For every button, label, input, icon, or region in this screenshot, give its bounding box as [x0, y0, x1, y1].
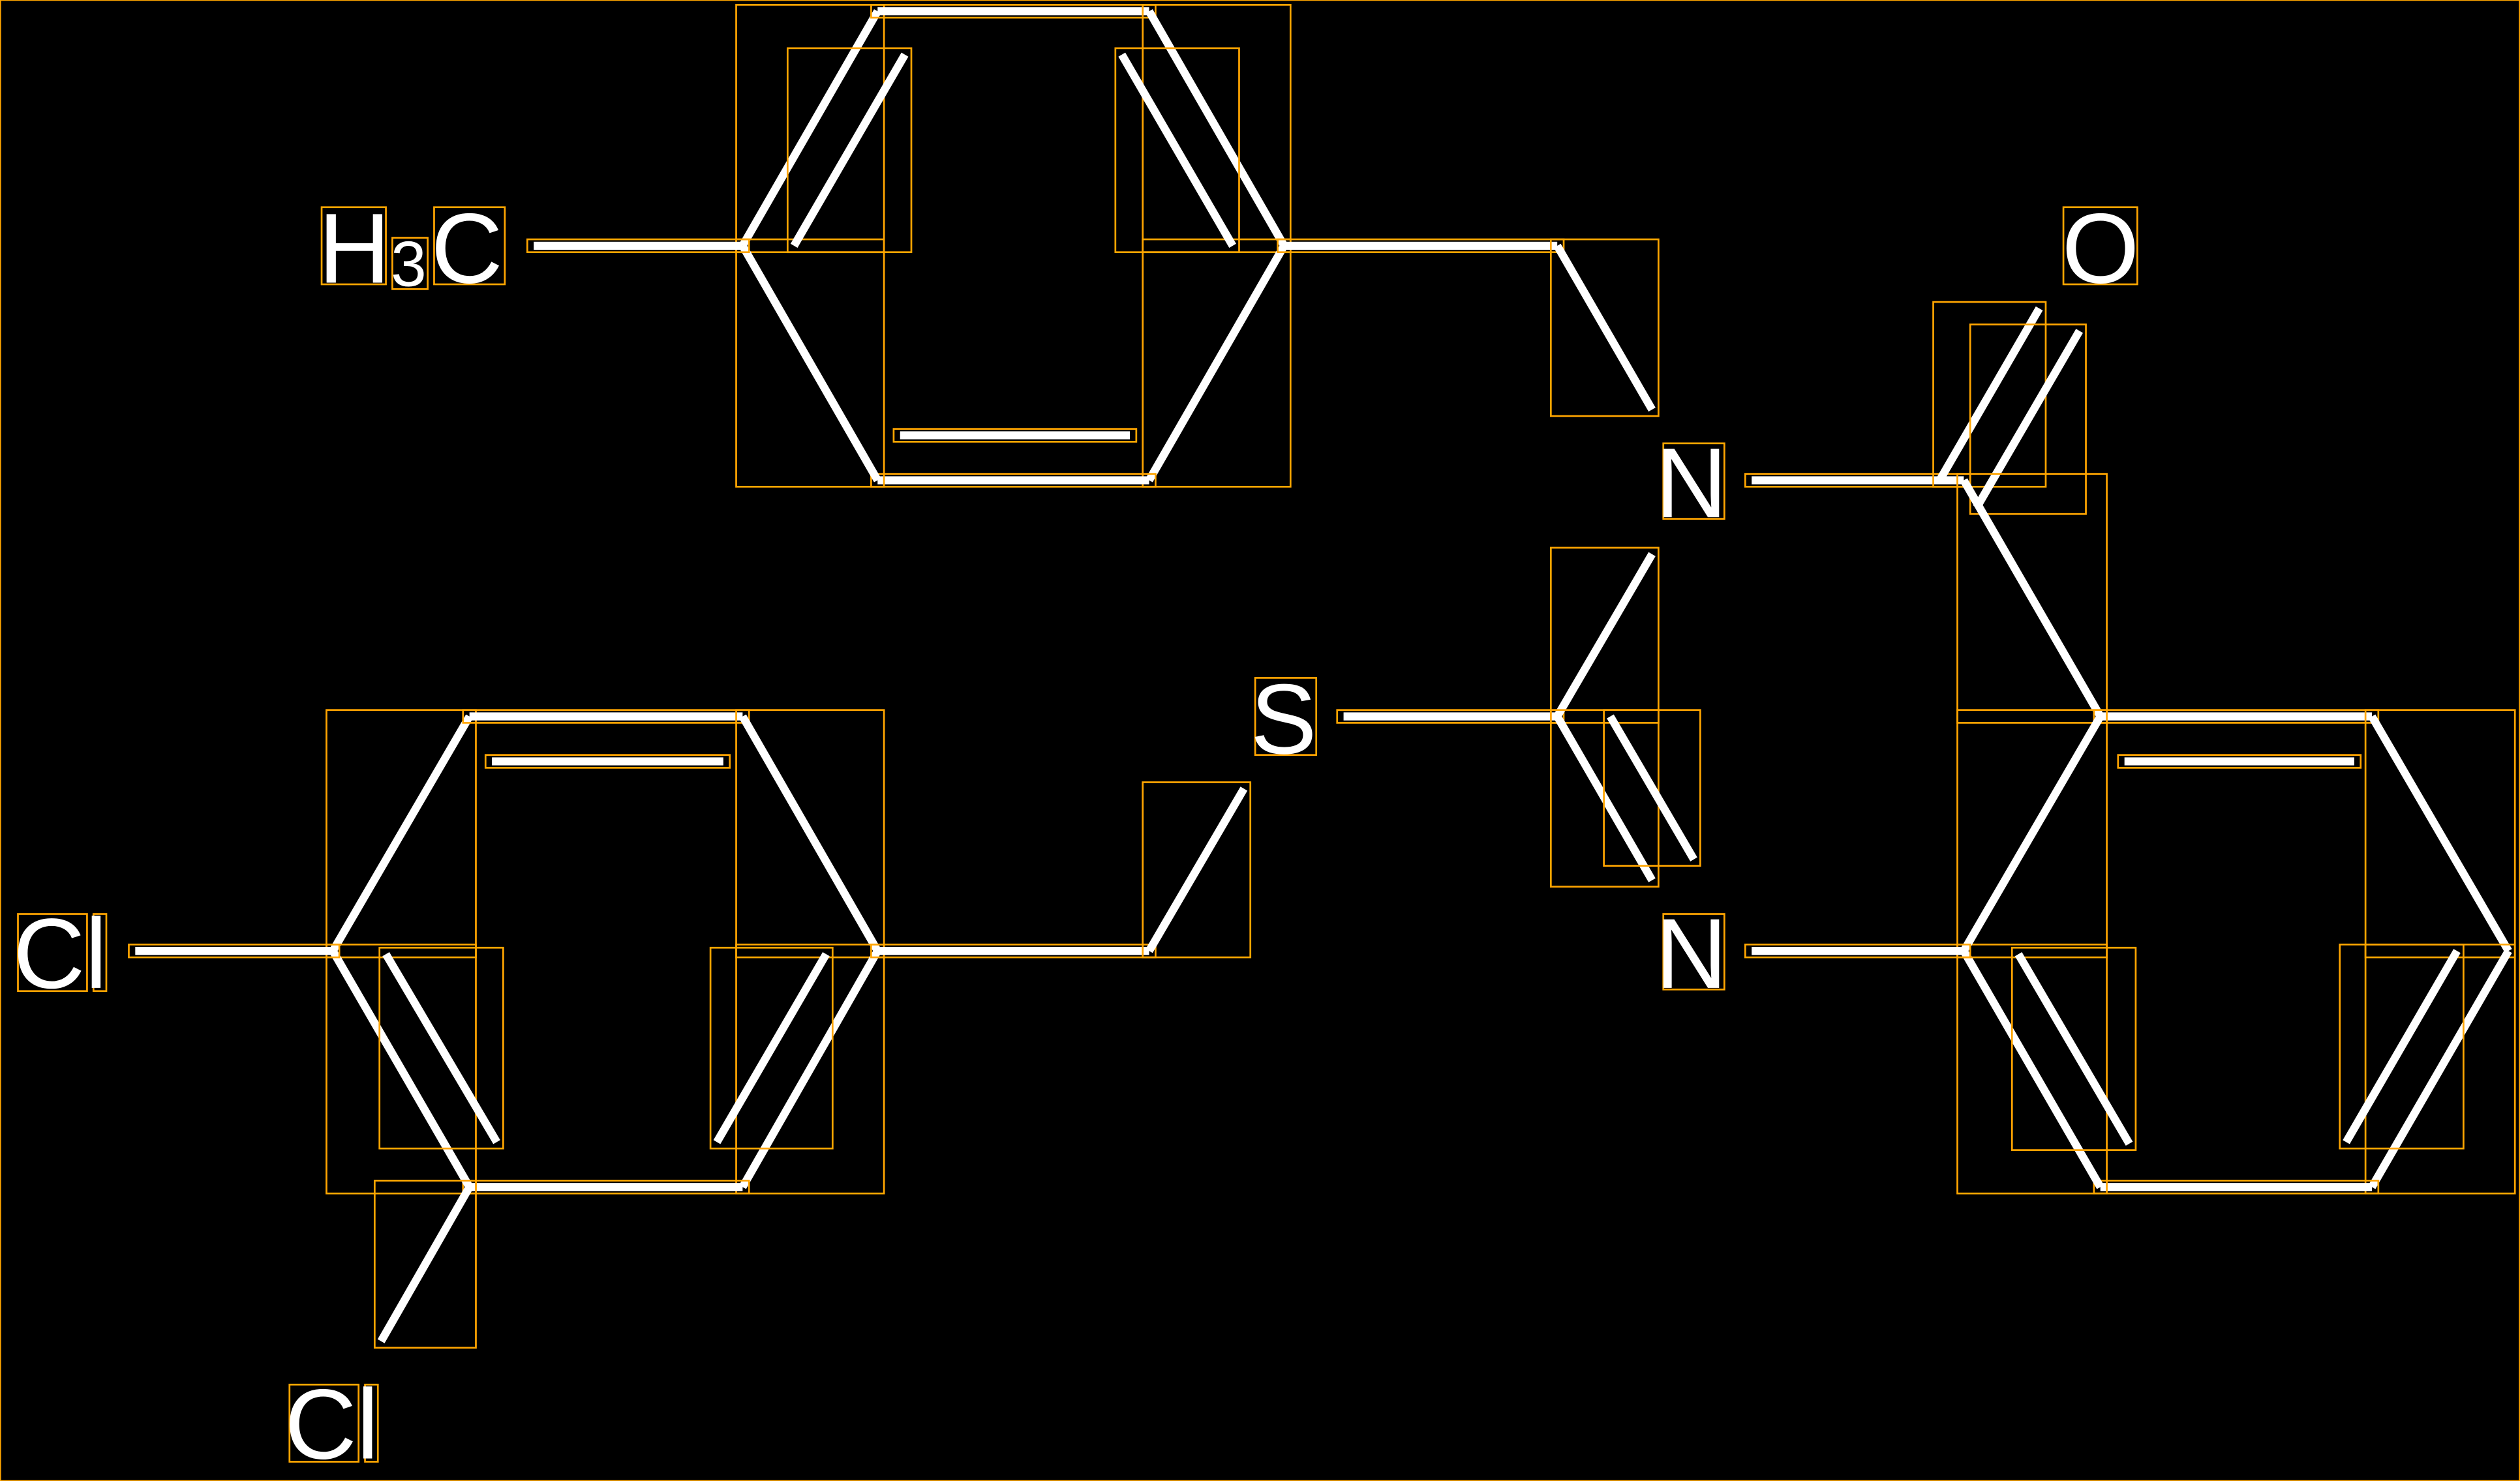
bond-line — [382, 951, 500, 1144]
bond-box — [709, 946, 834, 1150]
bond-box — [1956, 943, 2108, 1195]
bonds — [128, 4, 2516, 1349]
bond-line — [1607, 714, 1697, 861]
bond-box — [2011, 946, 2137, 1151]
bond-line — [1960, 714, 2104, 953]
bond-box — [1336, 709, 1565, 724]
bond-line — [1973, 329, 2084, 510]
bond-box — [735, 709, 885, 959]
atom-labels: H 3 C O N N S Cl Cl — [13, 194, 2139, 1480]
bond-box — [735, 238, 885, 488]
bond-line — [1553, 243, 1656, 412]
label-box — [288, 1383, 360, 1463]
bond-line — [1553, 552, 1656, 719]
bond-line — [1146, 786, 1248, 953]
bond-box — [786, 47, 913, 254]
bond-line — [790, 52, 909, 248]
bond-box — [1744, 943, 1971, 959]
bond-line — [2368, 714, 2512, 953]
bond-box — [326, 709, 477, 959]
bond-box — [526, 238, 750, 254]
atom-label-nitrogen-upper: N — [1655, 428, 1727, 539]
atom-label-nitrogen-lower: N — [1655, 899, 1727, 1010]
label-box — [391, 237, 429, 290]
bond-line — [1936, 306, 2043, 483]
label-box — [1254, 677, 1318, 756]
bond-box — [870, 4, 1157, 19]
bond-box — [373, 1180, 477, 1349]
bond-box — [1956, 473, 2108, 724]
atom-label-c: C — [431, 194, 503, 305]
bond-line — [739, 714, 881, 953]
bond-line — [1146, 9, 1288, 248]
bond-box — [378, 946, 504, 1150]
bond-line — [1960, 478, 2104, 719]
label-box — [17, 913, 88, 993]
bond-line — [713, 952, 830, 1144]
bond-box — [326, 943, 477, 1195]
bond-box — [462, 709, 750, 724]
bond-box — [1603, 709, 1701, 867]
bond-box — [2093, 1180, 2380, 1195]
label-box — [433, 206, 506, 286]
atom-label-oxygen: O — [2062, 194, 2140, 305]
bond-line — [2343, 949, 2461, 1144]
bond-line — [739, 243, 881, 483]
bond-box — [484, 754, 731, 769]
bond-box — [1549, 238, 1660, 417]
bond-box — [2364, 709, 2516, 959]
bond-box — [1142, 781, 1252, 959]
label-box — [1662, 913, 1725, 991]
bond-box — [1142, 238, 1292, 488]
bond-box — [870, 943, 1157, 959]
bond-line — [1146, 243, 1288, 483]
atom-label-subscript-3: 3 — [391, 228, 427, 299]
bond-line — [1118, 52, 1236, 248]
atom-label-sulfur: S — [1251, 664, 1317, 775]
bond-box — [1277, 238, 1565, 254]
bond-box — [2339, 943, 2465, 1150]
bond-box — [735, 943, 885, 1195]
label-box — [2062, 206, 2138, 286]
bond-box — [2093, 709, 2380, 724]
bond-box — [870, 473, 1157, 488]
atom-label-chlorine-bottom: Cl — [284, 1369, 378, 1480]
bond-line — [1960, 949, 2104, 1189]
bond-box — [892, 428, 1138, 443]
bond-box — [462, 1180, 750, 1195]
bond-line — [329, 714, 473, 953]
bond-box — [1956, 709, 2108, 959]
bond-line — [739, 9, 881, 248]
label-box — [92, 913, 108, 993]
label-box — [364, 1383, 379, 1463]
bond-line — [2014, 951, 2133, 1146]
label-box — [320, 206, 387, 286]
bond-box — [2117, 754, 2362, 769]
bond-box — [1969, 323, 2087, 515]
atom-label-h: H — [318, 194, 390, 305]
bond-box — [1114, 47, 1240, 254]
atom-label-chlorine-left: Cl — [13, 899, 107, 1010]
bond-box — [128, 943, 341, 959]
label-box — [1662, 442, 1725, 520]
bond-line — [377, 1185, 473, 1343]
